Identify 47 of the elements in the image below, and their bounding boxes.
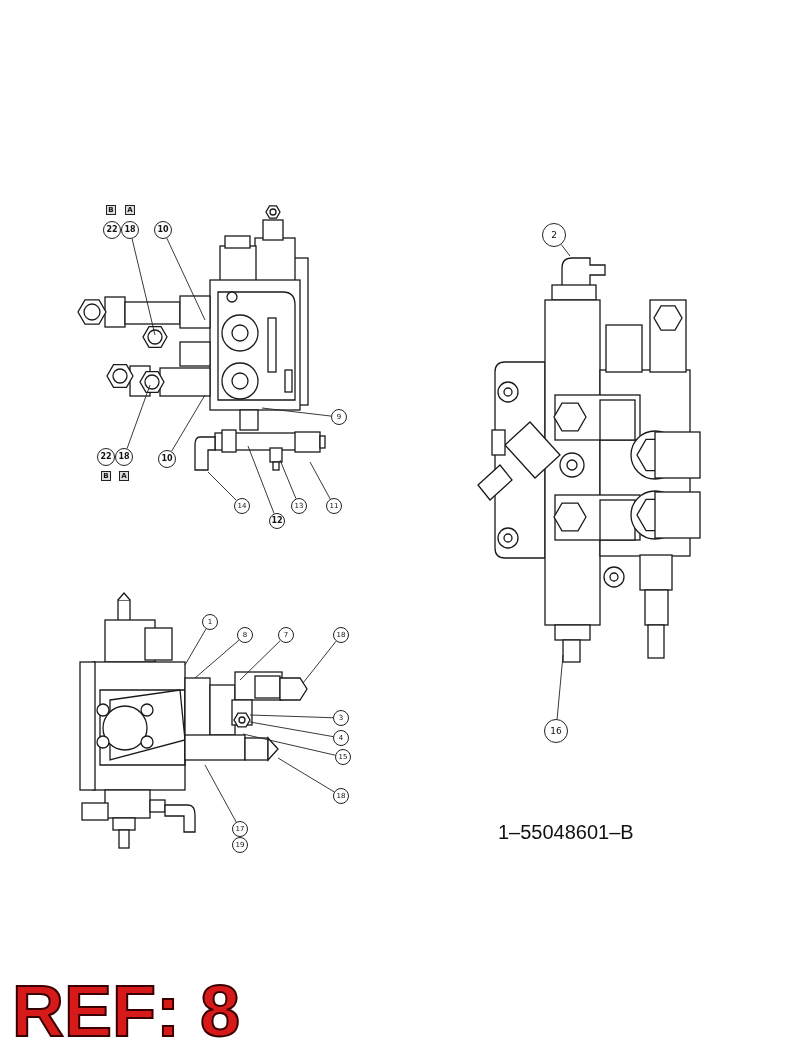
callout-circle bbox=[291, 498, 307, 514]
valve-side-view-drawing bbox=[79, 592, 308, 849]
leader-line bbox=[184, 628, 207, 666]
callout-circle bbox=[542, 223, 566, 247]
callout-number: 18 bbox=[118, 453, 130, 461]
callout-number: 10 bbox=[157, 226, 169, 234]
callout-circle bbox=[326, 498, 342, 514]
callout-circle bbox=[333, 710, 349, 726]
leader-line bbox=[261, 407, 332, 417]
leader-line bbox=[309, 461, 331, 500]
reference-number: REF: 8 bbox=[12, 975, 241, 1047]
leader-line bbox=[277, 757, 335, 793]
drawing-number: 1–55048601–B bbox=[498, 822, 634, 842]
callout-number: 22 bbox=[100, 453, 112, 461]
leader-line bbox=[126, 384, 151, 449]
leader-line bbox=[302, 640, 337, 684]
callout-circle bbox=[232, 837, 248, 853]
leader-line bbox=[207, 471, 237, 501]
leader-line bbox=[247, 445, 275, 514]
leader-line bbox=[131, 238, 156, 336]
leader-line bbox=[249, 721, 334, 738]
callout-number: 12 bbox=[271, 517, 283, 525]
leader-line bbox=[204, 764, 237, 823]
leader-line bbox=[239, 640, 281, 681]
leader-line bbox=[194, 639, 240, 679]
leader-line bbox=[249, 714, 334, 719]
callout-circle bbox=[331, 409, 347, 425]
callout-circle bbox=[234, 498, 250, 514]
callout-circle bbox=[269, 513, 285, 529]
callout-circle bbox=[333, 788, 349, 804]
callout-number: 10 bbox=[161, 455, 173, 463]
leader-line bbox=[171, 394, 206, 452]
callout-circle bbox=[335, 749, 351, 765]
callout-circle bbox=[333, 730, 349, 746]
callout-circle bbox=[333, 627, 349, 643]
leader-line bbox=[242, 733, 336, 756]
callout-number: 18 bbox=[124, 226, 136, 234]
leader-line bbox=[560, 244, 571, 257]
valve-front-view-drawing bbox=[477, 257, 701, 663]
leader-line bbox=[279, 459, 297, 500]
valve-top-view-drawing bbox=[77, 205, 326, 471]
callout-number: 16 bbox=[550, 726, 562, 736]
callout-circle bbox=[544, 719, 568, 743]
callout-number: 22 bbox=[106, 226, 118, 234]
leader-line bbox=[556, 654, 564, 720]
callout-number: 2 bbox=[551, 230, 557, 240]
leader-line bbox=[166, 237, 206, 321]
